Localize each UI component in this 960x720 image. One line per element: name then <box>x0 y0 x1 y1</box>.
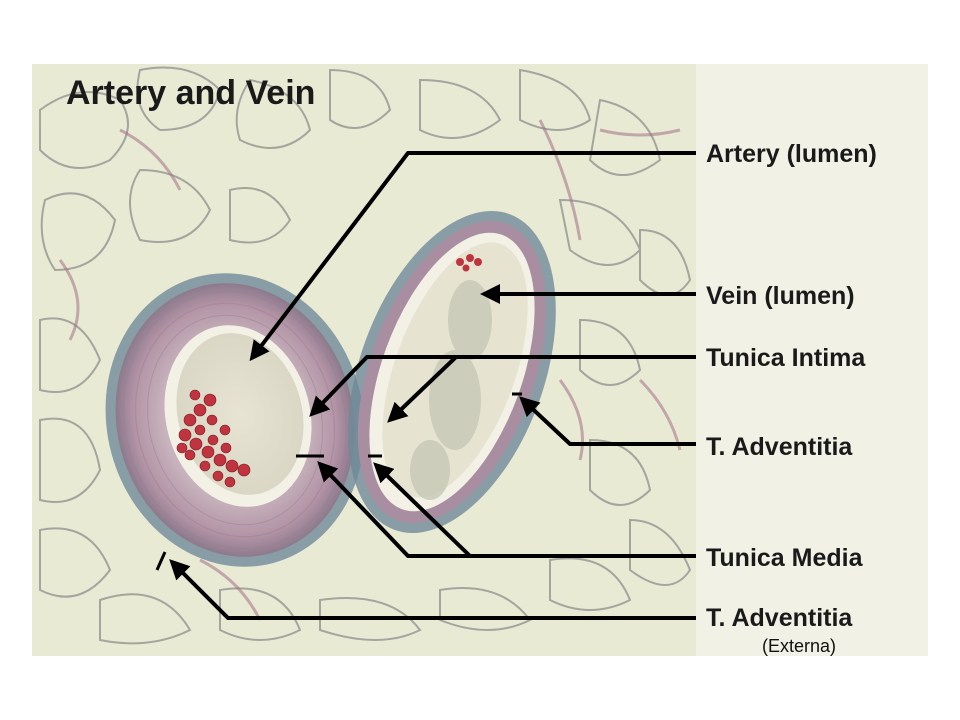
leader-lines <box>169 151 696 620</box>
label-tunica-media: Tunica Media <box>706 544 864 572</box>
arrow-tunica-media-vein <box>373 462 472 558</box>
label-artery-lumen: Artery (lumen) <box>706 140 877 168</box>
arrow-artery-lumen <box>249 151 696 362</box>
arrow-tunica-intima-vein <box>387 355 458 423</box>
arrow-tunica-intima-artery <box>309 355 696 417</box>
arrow-tunica-media-artery <box>317 461 696 558</box>
label-panel <box>696 64 928 656</box>
label-vein-lumen: Vein (lumen) <box>706 282 855 310</box>
arrow-t-adventitia-artery <box>169 559 696 620</box>
label-externa-note: (Externa) <box>762 636 836 656</box>
artery <box>105 273 365 567</box>
red-blood-cells <box>176 389 251 488</box>
layer-tick-marks <box>155 392 522 571</box>
label-t-adventitia-artery: T. Adventitia <box>706 604 853 632</box>
vein-red-blood-cells <box>456 254 482 272</box>
label-tunica-intima: Tunica Intima <box>706 344 866 372</box>
vein-blood-plasma <box>410 280 492 500</box>
label-t-adventitia-vein: T. Adventitia <box>706 433 853 461</box>
arrow-t-adventitia-vein <box>519 396 696 446</box>
adipose-tissue <box>39 66 692 645</box>
figure-title: Artery and Vein <box>66 74 315 112</box>
